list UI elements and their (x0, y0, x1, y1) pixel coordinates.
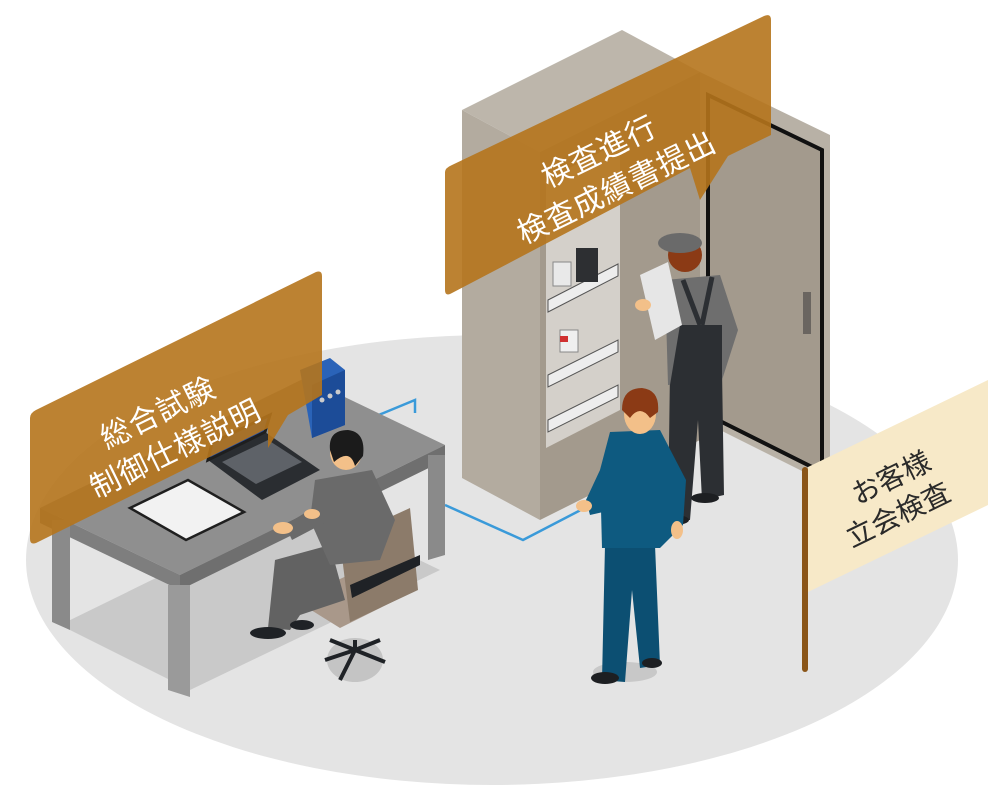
clipboard (127, 478, 247, 542)
door-handle (803, 292, 811, 334)
customer-flag: お客様 立会検査 (802, 380, 988, 672)
callout-integrated-test: 総合試験 制御仕様説明 (30, 271, 322, 544)
seated-engineer (250, 430, 395, 639)
customer-in-blue-suit (576, 388, 686, 684)
flag-pole (802, 467, 808, 672)
cap-icon (658, 233, 702, 253)
